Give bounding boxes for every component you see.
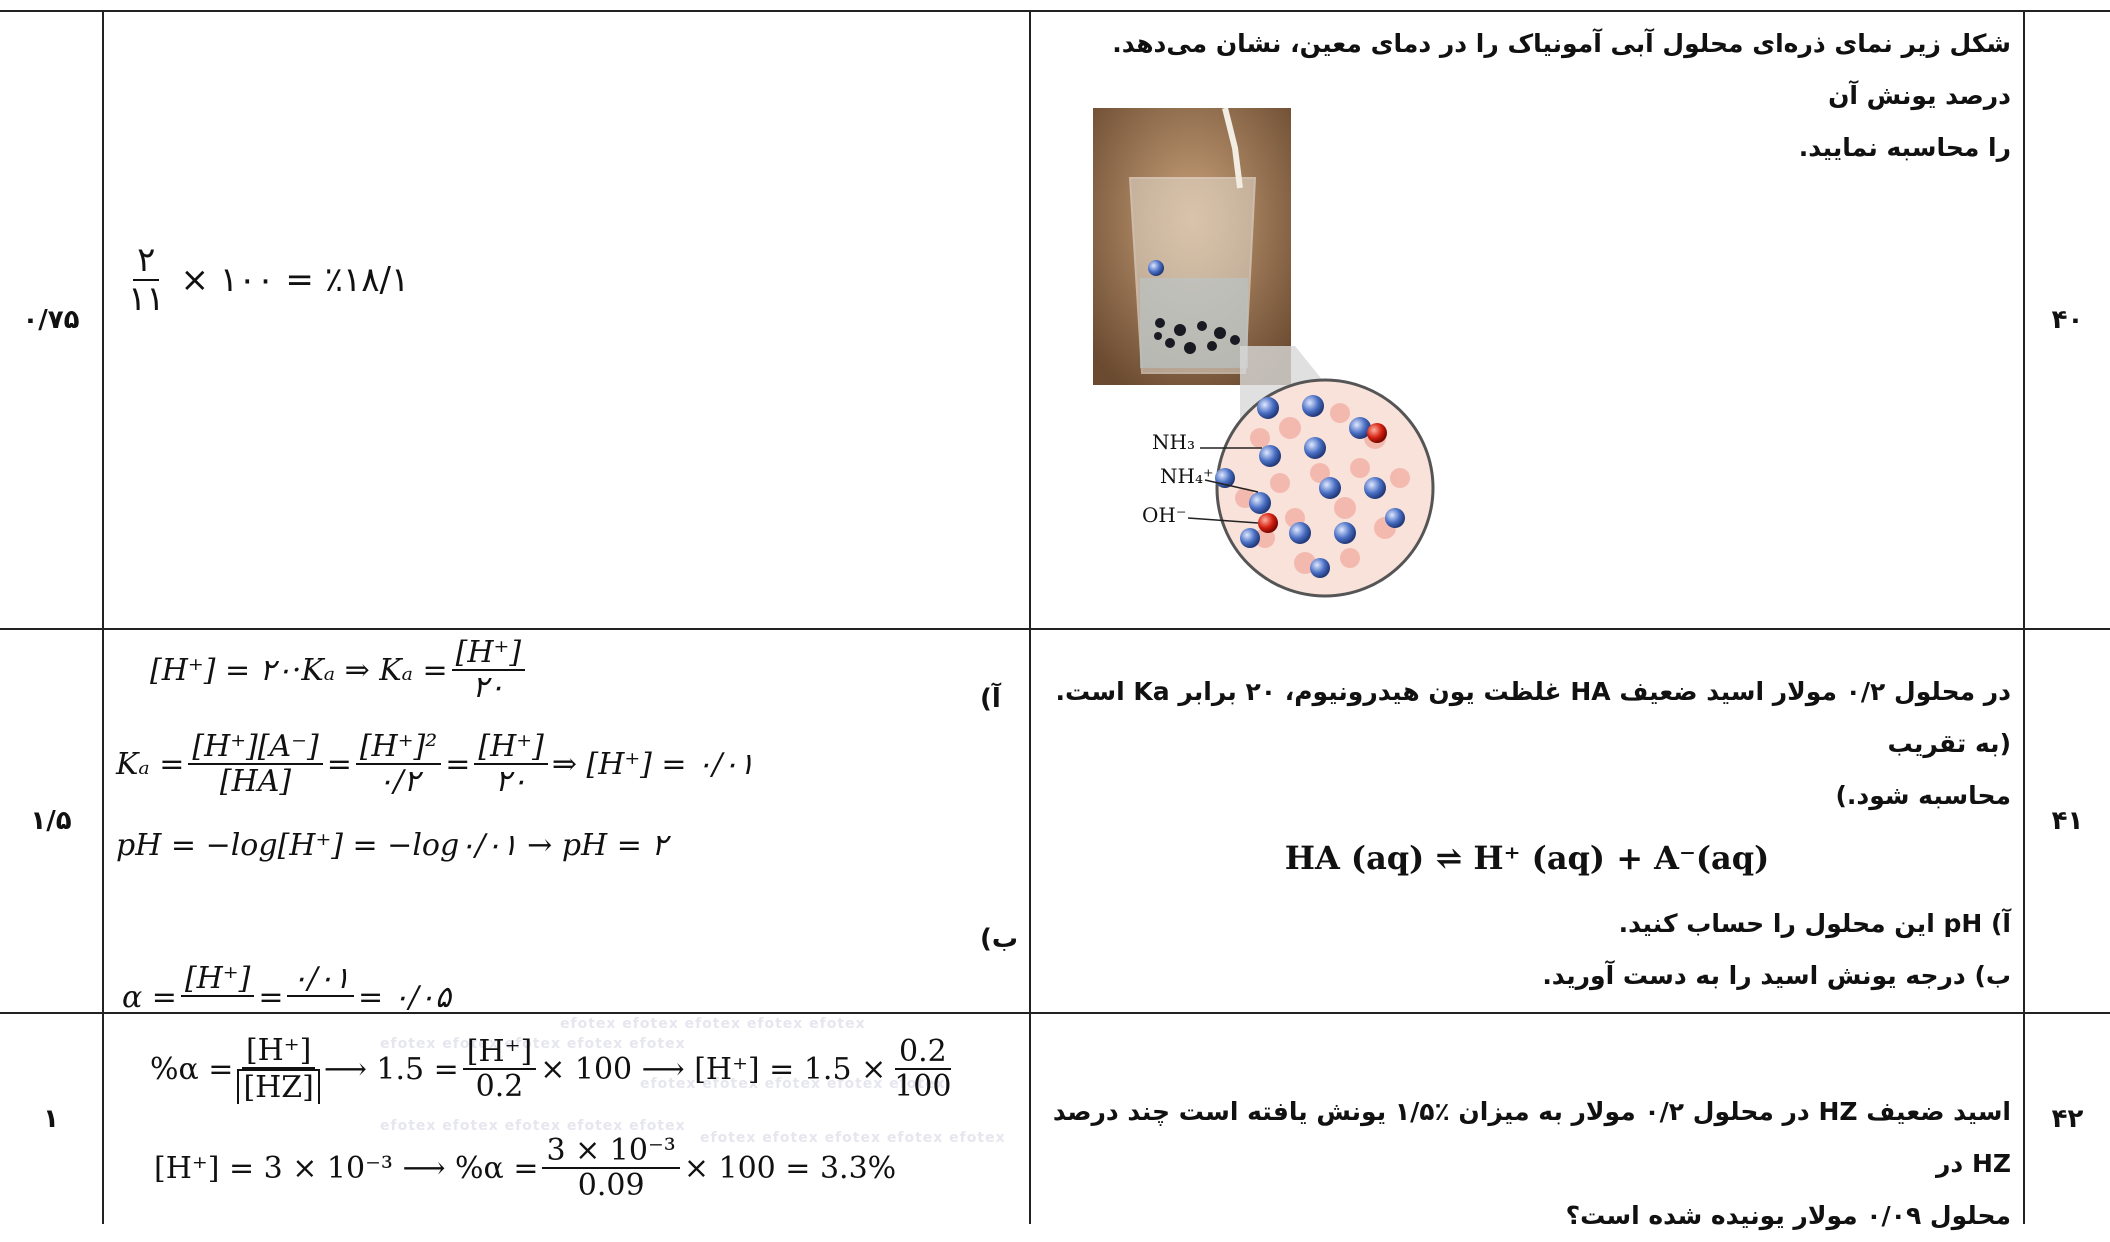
ammonia-solution-illustration: NH₃ NH₄⁺ OH⁻ xyxy=(1090,107,1440,618)
solution-41: [H⁺] = ۲۰·Kₐ ⇒ Kₐ = [H⁺] ۲۰ Kₐ = [H⁺][A⁻… xyxy=(112,632,1012,1010)
watermark: efotex efotex efotex efotex efotex xyxy=(380,1118,686,1134)
expression: = ۰/۰۵ xyxy=(357,980,452,1010)
row-divider xyxy=(0,628,2110,630)
denominator: ۲۰ xyxy=(472,670,505,705)
pour-stream xyxy=(1222,107,1243,189)
question-line: محاسبه شود.) xyxy=(1835,781,2011,810)
question-line: محلول ۰/۰۹ مولار یونیده شده است؟ xyxy=(1565,1201,2011,1230)
denominator: [HZ] xyxy=(237,1069,320,1104)
solution-line-2: Kₐ = [H⁺][A⁻] [HA] = [H⁺]² ۰/۲ = [H⁺] ۲۰… xyxy=(116,730,755,798)
question-line: شکل زیر نمای ذره‌ای محلول آبی آمونیاک را… xyxy=(1112,29,2011,110)
label-oh: OH⁻ xyxy=(1142,503,1187,527)
leader-line xyxy=(1187,517,1259,524)
watermark: efotex efotex efotex efotex efotex xyxy=(700,1130,1006,1146)
particle-diagram xyxy=(1093,107,1435,598)
denominator: 100 xyxy=(894,1069,952,1104)
column-divider xyxy=(102,10,104,1224)
question-text: اسید ضعیف HZ در محلول ۰/۲ مولار به میزان… xyxy=(1031,1080,2023,1230)
numerator: [H⁺]² xyxy=(355,730,442,765)
expression: [H⁺] = 3 × 10⁻³ ⟶ %α = xyxy=(154,1150,539,1186)
ionization-equation: HA (aq) ⇌ H⁺ (aq) + A⁻(aq) xyxy=(1284,839,1770,877)
fraction: [H⁺] ۲۰ xyxy=(474,730,548,799)
numerator: [H⁺] xyxy=(462,1035,537,1070)
hydroxide-ion xyxy=(1367,423,1387,443)
question-text: در محلول ۰/۲ مولار اسید ضعیف HA غلظت یون… xyxy=(1031,660,2023,1000)
equals-sign: = xyxy=(258,980,284,1010)
expression: × 100 ⟶ [H⁺] = 1.5 × xyxy=(540,1051,887,1087)
label-b: ب) xyxy=(980,924,1019,954)
score: ۱ xyxy=(43,1104,59,1134)
score: ۰/۷۵ xyxy=(22,305,80,335)
solution-text: × ۱۰۰ = ٪۱۸/۱ xyxy=(180,260,410,300)
solution-line-2: [H⁺] = 3 × 10⁻³ ⟶ %α = 3 × 10⁻³ 0.09 × 1… xyxy=(154,1134,896,1202)
expression: × 100 = 3.3% xyxy=(683,1150,897,1186)
fraction: ۲ ۱۱ xyxy=(124,241,169,319)
column-divider xyxy=(1029,10,1031,1224)
fraction: ۰/۰۱ xyxy=(287,962,354,997)
fraction: 0.2 100 xyxy=(890,1035,955,1103)
solution-42: %α = [H⁺] [HZ] ⟶ 1.5 = [H⁺] 0.2 × 100 ⟶ … xyxy=(150,1034,1020,1222)
denominator: [HA] xyxy=(219,764,292,799)
part-a: آ) pH این محلول را حساب کنید. xyxy=(1618,909,2011,938)
question-number: ۴۲ xyxy=(2051,1104,2084,1134)
equals-sign: = xyxy=(445,746,471,782)
fraction: [H⁺] [HZ] xyxy=(237,1034,320,1104)
fraction: 3 × 10⁻³ 0.09 xyxy=(542,1134,680,1203)
ammonia-molecules xyxy=(1215,395,1405,578)
label-nh3: NH₃ xyxy=(1152,430,1195,454)
question-number: ۴۰ xyxy=(2051,305,2084,335)
molecule xyxy=(1148,260,1164,276)
solution-line-3: pH = −log[H⁺] = −log۰/۰۱ → pH = ۲ xyxy=(116,828,668,863)
solution-line-4: α = [H⁺] = ۰/۰۱ = ۰/۰۵ xyxy=(122,962,451,1010)
expression: ⟶ 1.5 = xyxy=(323,1051,459,1087)
numerator: [H⁺][A⁻] xyxy=(188,730,323,765)
watermark: efotex efotex efotex efotex efotex xyxy=(640,1076,946,1092)
fraction: [H⁺] ۲۰ xyxy=(451,636,526,705)
denominator: 0.2 xyxy=(475,1069,524,1104)
question-number: ۴۱ xyxy=(2051,806,2084,836)
numerator: [H⁺] xyxy=(474,730,548,765)
expression: %α = xyxy=(150,1051,234,1087)
numerator: 0.2 xyxy=(894,1035,951,1070)
solution-40: ۲ ۱۱ × ۱۰۰ = ٪۱۸/۱ xyxy=(120,220,720,340)
numerator: [H⁺] xyxy=(451,636,526,671)
table-border-top xyxy=(0,10,2110,12)
numerator: ۰/۰۱ xyxy=(287,962,354,997)
question-text: شکل زیر نمای ذره‌ای محلول آبی آمونیاک را… xyxy=(1031,12,2023,162)
expression: [H⁺] = ۲۰·Kₐ ⇒ Kₐ = xyxy=(150,652,448,688)
fraction: [H⁺] 0.2 xyxy=(462,1035,537,1104)
question-line: در محلول ۰/۲ مولار اسید ضعیف HA غلظت یون… xyxy=(1055,677,2011,758)
numerator: [H⁺] xyxy=(180,962,255,997)
fraction: [H⁺]² ۰/۲ xyxy=(355,730,442,799)
fraction: [H⁺][A⁻] [HA] xyxy=(188,730,323,799)
solution-line-1: [H⁺] = ۲۰·Kₐ ⇒ Kₐ = [H⁺] ۲۰ xyxy=(150,636,529,704)
fraction: [H⁺] xyxy=(180,962,255,997)
denominator: 0.09 xyxy=(577,1168,645,1203)
numerator: 3 × 10⁻³ xyxy=(542,1134,680,1169)
label-nh4: NH₄⁺ xyxy=(1160,464,1214,488)
column-divider xyxy=(2023,10,2025,1224)
denominator: ۱۱ xyxy=(128,279,165,319)
expression: Kₐ = xyxy=(116,746,185,782)
equals-sign: = xyxy=(326,746,352,782)
expression: ⇒ [H⁺] = ۰/۰۱ xyxy=(551,746,755,782)
part-b: ب) درجه یونش اسید را به دست آورید. xyxy=(1542,961,2011,990)
leader-line xyxy=(1204,479,1259,493)
hydroxide-ion xyxy=(1258,513,1278,533)
solution-line-1: %α = [H⁺] [HZ] ⟶ 1.5 = [H⁺] 0.2 × 100 ⟶ … xyxy=(150,1034,959,1104)
denominator: ۲۰ xyxy=(494,764,528,799)
question-line: را محاسبه نمایید. xyxy=(1798,133,2011,162)
denominator: ۰/۲ xyxy=(377,764,420,799)
watermark: efotex efotex efotex efotex efotex xyxy=(380,1036,686,1052)
question-line: اسید ضعیف HZ در محلول ۰/۲ مولار به میزان… xyxy=(1052,1097,2011,1178)
expression: α = xyxy=(122,980,177,1010)
numerator: ۲ xyxy=(133,241,160,281)
label-a: آ) xyxy=(980,684,1001,714)
score: ۱/۵ xyxy=(30,806,72,836)
numerator: [H⁺] xyxy=(241,1034,316,1069)
glass-particles xyxy=(1154,318,1240,354)
watermark: efotex efotex efotex efotex efotex xyxy=(560,1016,866,1032)
row-divider xyxy=(0,1012,2110,1014)
